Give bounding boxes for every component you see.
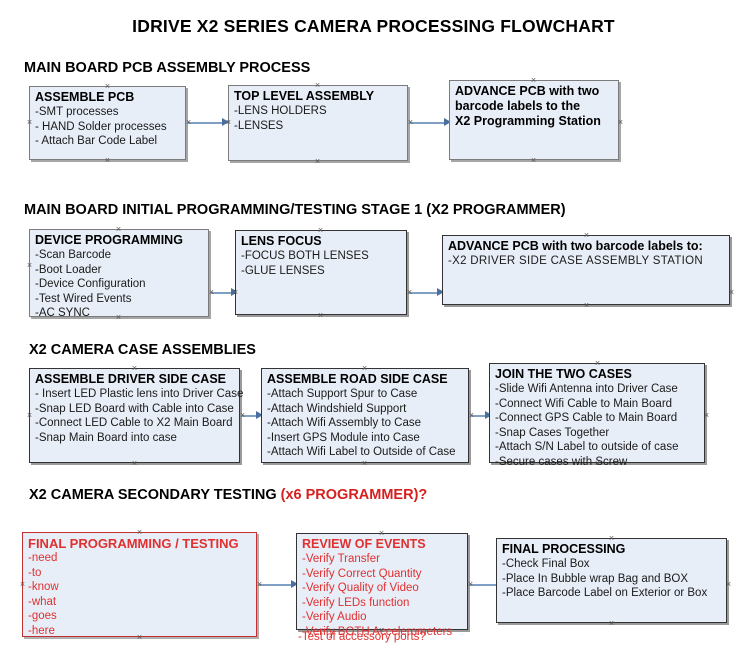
node-review-of-events[interactable]: REVIEW OF EVENTS -Verify Transfer -Verif… [296, 533, 468, 638]
section-heading-text: X2 CAMERA CASE ASSEMBLIES [29, 342, 256, 358]
node-line: -LENSES [234, 119, 284, 132]
node-line: -Attach S/N Label to outside of case [495, 441, 679, 453]
node-line: -know [28, 581, 59, 593]
node-line: -Test Wired Events [35, 292, 132, 305]
node-line: -X2 DRIVER SIDE CASE ASSEMBLY STATION [448, 255, 704, 267]
node-title: ADVANCE PCB with two barcode labels to: [448, 239, 703, 253]
connector-arrow [471, 415, 489, 417]
node-line: -Connect GPS Cable to Main Board [495, 412, 678, 424]
node-line: -Insert GPS Module into Case [267, 431, 420, 444]
connector-arrow [211, 292, 235, 294]
node-line: -Scan Barcode [35, 249, 112, 261]
node-title: TOP LEVEL ASSEMBLY [234, 89, 375, 103]
node-line: -Slide Wifi Antenna into Driver Case [495, 383, 678, 395]
node-title: ASSEMBLE PCB [35, 90, 135, 104]
node-lens-focus[interactable]: LENS FOCUS -FOCUS BOTH LENSES -GLUE LENS… [235, 230, 407, 315]
node-advance-pcb-to-case-assembly[interactable]: ADVANCE PCB with two barcode labels to: … [442, 235, 730, 305]
node-line: -Place Barcode Label on Exterior or Box [502, 587, 708, 599]
node-line: -Check Final Box [502, 558, 590, 570]
node-advance-pcb-to-programming-station[interactable]: ADVANCE PCB with two barcode labels to t… [449, 80, 619, 160]
section-heading-secondary-testing: X2 CAMERA SECONDARY TESTING (x6 PROGRAMM… [29, 487, 427, 503]
connector-arrow [410, 122, 448, 124]
node-line: barcode labels to the [455, 99, 581, 113]
node-line: -Verify BOTH Accelerometers [302, 625, 453, 638]
node-line-overflow: -Test of accessory ports? [298, 631, 426, 643]
node-line: -Snap Cases Together [495, 426, 610, 439]
node-final-processing[interactable]: FINAL PROCESSING -Check Final Box -Place… [496, 538, 727, 623]
node-title: FINAL PROGRAMMING / TESTING [28, 536, 239, 551]
node-line: -to [28, 566, 42, 579]
node-line: -Verify LEDs function [302, 596, 410, 609]
connector-arrow [188, 122, 226, 124]
node-line: -Verify Correct Quantity [302, 567, 422, 580]
node-title: LENS FOCUS [241, 234, 322, 248]
node-top-level-assembly[interactable]: TOP LEVEL ASSEMBLY -LENS HOLDERS -LENSES [228, 85, 408, 161]
node-device-programming[interactable]: DEVICE PROGRAMMING -Scan Barcode -Boot L… [29, 229, 209, 319]
node-title: ASSEMBLE DRIVER SIDE CASE [35, 372, 227, 386]
arrow-head-icon [231, 288, 238, 296]
node-line: -Verify Transfer [302, 553, 380, 565]
node-assemble-driver-side-case[interactable]: ASSEMBLE DRIVER SIDE CASE - Insert LED P… [29, 368, 244, 463]
connector-arrow [259, 584, 295, 586]
node-join-the-two-cases[interactable]: JOIN THE TWO CASES -Slide Wifi Antenna i… [489, 363, 705, 468]
node-line: -Attach Windshield Support [267, 402, 407, 415]
node-line: -Boot Loader [35, 263, 102, 276]
section-heading-text: MAIN BOARD INITIAL PROGRAMMING/TESTING S… [24, 202, 566, 218]
node-line: -what [28, 595, 57, 608]
node-line: -Connect Wifi Cable to Main Board [495, 397, 673, 410]
node-title: REVIEW OF EVENTS [302, 537, 426, 551]
node-line: -Secure cases with Screw [495, 455, 628, 468]
node-title: JOIN THE TWO CASES [495, 367, 632, 381]
arrow-head-icon [222, 118, 229, 126]
connector-arrow [470, 584, 506, 586]
node-line: X2 Programming Station [455, 114, 601, 128]
node-line: -goes [28, 610, 57, 622]
connector-arrow [409, 292, 441, 294]
arrow-head-icon [291, 580, 298, 588]
node-line: -Snap Main Board into case [35, 431, 177, 444]
node-title: ASSEMBLE ROAD SIDE CASE [267, 372, 448, 386]
node-line: -Verify Audio [302, 611, 367, 623]
node-line: -Place In Bubble wrap Bag and BOX [502, 572, 689, 585]
node-line: -Device Configuration [35, 278, 146, 290]
arrow-head-icon [256, 411, 263, 419]
node-line: -Connect LED Cable to X2 Main Board [35, 417, 233, 429]
node-line: -AC SYNC [35, 307, 90, 319]
node-title: DEVICE PROGRAMMING [35, 233, 183, 247]
arrow-head-icon [485, 411, 492, 419]
section-heading-initial-programming: MAIN BOARD INITIAL PROGRAMMING/TESTING S… [24, 202, 566, 218]
node-line: -Snap LED Board with Cable into Case [35, 402, 234, 415]
node-line: - Insert LED Plastic lens into Driver Ca… [35, 388, 244, 400]
section-heading-case-assemblies: X2 CAMERA CASE ASSEMBLIES [29, 342, 256, 358]
node-final-programming-testing[interactable]: FINAL PROGRAMMING / TESTING -need -to -k… [22, 532, 257, 637]
node-title: ADVANCE PCB with two [455, 84, 600, 98]
section-heading-accent: (x6 PROGRAMMER)? [280, 487, 428, 503]
node-line: -GLUE LENSES [241, 264, 325, 277]
node-line: -Attach Support Spur to Case [267, 388, 418, 400]
node-title: FINAL PROCESSING [502, 542, 626, 556]
node-assemble-pcb[interactable]: ASSEMBLE PCB -SMT processes - HAND Solde… [29, 86, 186, 160]
node-line: -SMT processes [35, 106, 119, 118]
section-heading-text: MAIN BOARD PCB ASSEMBLY PROCESS [24, 60, 311, 76]
node-line: -LENS HOLDERS [234, 105, 327, 117]
node-line: -FOCUS BOTH LENSES [241, 250, 369, 262]
node-line: - HAND Solder processes [35, 120, 167, 133]
node-line: -Attach Wifi Assembly to Case [267, 417, 422, 429]
node-line: -here [28, 624, 55, 637]
section-heading-text: X2 CAMERA SECONDARY TESTING [29, 487, 277, 503]
arrow-head-icon [444, 118, 451, 126]
page-title: IDRIVE X2 SERIES CAMERA PROCESSING FLOWC… [132, 16, 615, 36]
node-line: - Attach Bar Code Label [35, 135, 158, 147]
section-heading-main-board-pcb-assembly: MAIN BOARD PCB ASSEMBLY PROCESS [24, 60, 310, 76]
node-line: -need [28, 552, 58, 564]
node-line: -Verify Quality of Video [302, 582, 419, 594]
connector-arrow [242, 415, 260, 417]
node-line: -Attach Wifi Label to Outside of Case [267, 446, 456, 458]
arrow-head-icon [437, 288, 444, 296]
node-assemble-road-side-case[interactable]: ASSEMBLE ROAD SIDE CASE -Attach Support … [261, 368, 469, 463]
